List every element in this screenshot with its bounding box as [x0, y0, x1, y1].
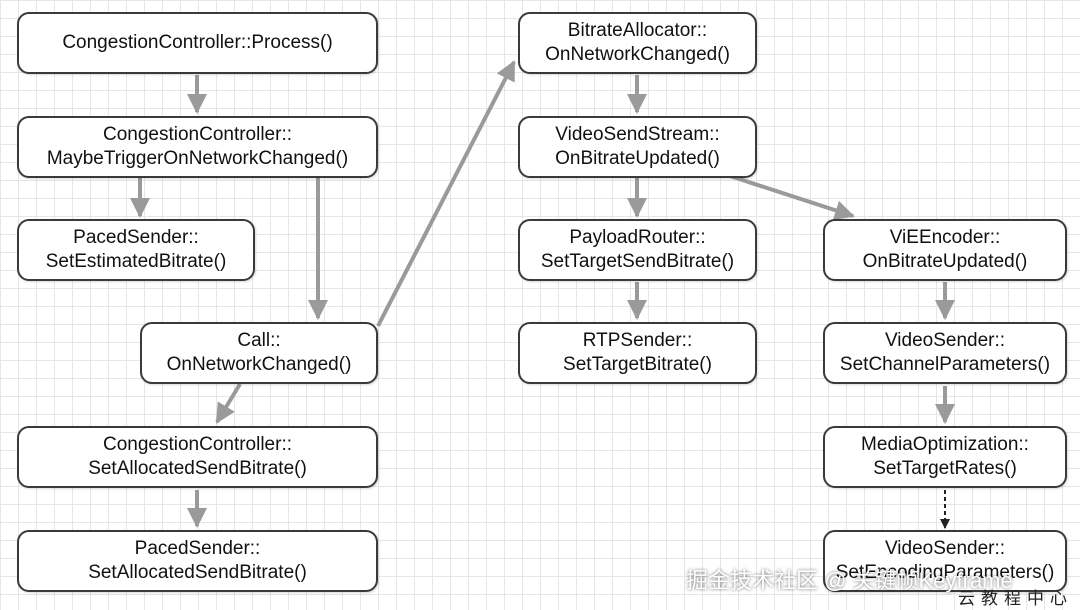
node-label-class: BitrateAllocator:: [567, 20, 708, 41]
node-label-method: SetEncodingParameters() [835, 562, 1055, 583]
node-label-class: ViEEncoder:: [889, 227, 1001, 248]
node-label-method: SetAllocatedSendBitrate() [88, 458, 307, 479]
node-congestion-controller-process: CongestionController::Process() [17, 12, 378, 74]
node-paced-sender-set-estimated-bitrate: PacedSender:: SetEstimatedBitrate() [17, 219, 255, 281]
node-label: CongestionController::Process() [62, 32, 333, 53]
node-label-class: PacedSender:: [134, 538, 261, 559]
node-label-class: MediaOptimization:: [861, 434, 1029, 455]
node-label-method: MaybeTriggerOnNetworkChanged() [46, 148, 349, 169]
node-label-method: OnNetworkChanged() [545, 44, 730, 65]
node-label-class: CongestionController:: [102, 434, 293, 455]
node-rtp-sender-set-target-bitrate: RTPSender:: SetTargetBitrate() [518, 322, 757, 384]
node-paced-sender-set-allocated: PacedSender:: SetAllocatedSendBitrate() [17, 530, 378, 592]
node-media-optimization-set-target-rates: MediaOptimization:: SetTargetRates() [823, 426, 1067, 488]
edge-call-to-bitrate-alloc [376, 60, 516, 327]
node-video-sender-set-encoding-parameters: VideoSender:: SetEncodingParameters() [823, 530, 1067, 592]
node-congestion-controller-set-allocated: CongestionController:: SetAllocatedSendB… [17, 426, 378, 488]
node-label-class: PayloadRouter:: [569, 227, 706, 248]
node-payload-router-set-target-send-bitrate: PayloadRouter:: SetTargetSendBitrate() [518, 219, 757, 281]
node-label-method: SetAllocatedSendBitrate() [88, 562, 307, 583]
node-label-method: SetChannelParameters() [839, 354, 1051, 375]
node-label-class: RTPSender:: [582, 330, 693, 351]
node-video-sender-set-channel-parameters: VideoSender:: SetChannelParameters() [823, 322, 1067, 384]
node-bitrate-allocator-on-network-changed: BitrateAllocator:: OnNetworkChanged() [518, 12, 757, 74]
node-label-method: SetTargetSendBitrate() [540, 251, 735, 272]
node-vie-encoder-on-bitrate-updated: ViEEncoder:: OnBitrateUpdated() [823, 219, 1067, 281]
edge-call-to-cc-alloc [215, 382, 242, 424]
edge-vss-to-vie [729, 174, 855, 220]
node-label-class: Call:: [237, 330, 281, 351]
node-label-method: SetTargetRates() [873, 458, 1017, 479]
node-call-on-network-changed: Call:: OnNetworkChanged() [140, 322, 378, 384]
node-label-class: CongestionController:: [102, 124, 293, 145]
node-label-method: OnBitrateUpdated() [862, 251, 1028, 272]
node-maybe-trigger-on-network-changed: CongestionController:: MaybeTriggerOnNet… [17, 116, 378, 178]
watermark-logo-text: 云教程中心 [958, 589, 1073, 608]
node-label-class: VideoSendStream:: [555, 124, 720, 145]
node-label-class: VideoSender:: [884, 330, 1006, 351]
node-label-method: SetTargetBitrate() [563, 354, 712, 375]
node-label-method: OnBitrateUpdated() [555, 148, 720, 169]
node-label-class: PacedSender:: [73, 227, 199, 248]
watermark-text: 掘金技术社区 @ 关键帧Keyframe [686, 568, 1013, 593]
node-label-class: VideoSender:: [884, 538, 1006, 559]
node-label-method: SetEstimatedBitrate() [45, 251, 227, 272]
node-video-send-stream-on-bitrate-updated: VideoSendStream:: OnBitrateUpdated() [518, 116, 757, 178]
node-label-method: OnNetworkChanged() [166, 354, 352, 375]
